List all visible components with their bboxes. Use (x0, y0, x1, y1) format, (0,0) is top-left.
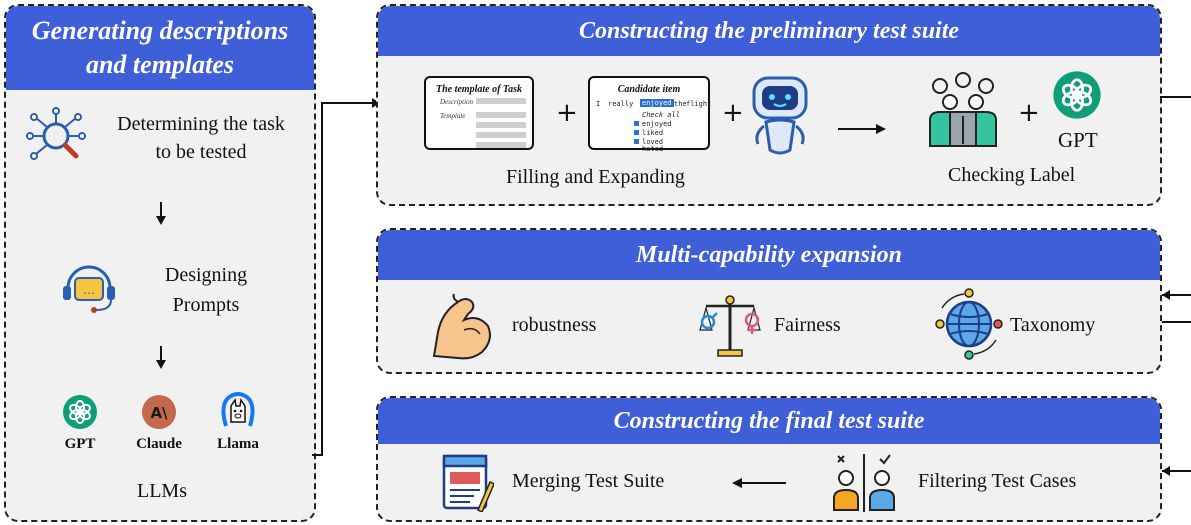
magnifier-network-icon (26, 107, 86, 160)
filtering-test-cases-label: Filtering Test Cases (918, 470, 1077, 492)
robot-icon (752, 76, 808, 155)
flow-connector (312, 98, 380, 456)
left-panel: Generating descriptions and templates De… (4, 4, 316, 522)
plus-sign: + (556, 98, 578, 128)
template-field (476, 122, 526, 128)
checkbox-icon (634, 139, 639, 144)
template-card: The template of Task Description Templat… (424, 76, 534, 150)
checkbox-icon (634, 130, 639, 135)
capability-label-taxonomy: Taxonomy (1010, 314, 1096, 336)
svg-text:A\: A\ (150, 404, 168, 422)
candidate-card: Candidate item I really enjoyed the flig… (588, 76, 712, 153)
llm-label-claude: Claude (136, 436, 182, 452)
headset-chat-icon: ... (63, 265, 115, 313)
candidate-option: liked (642, 129, 664, 137)
step-designing-prompts: Designing Prompts (136, 260, 276, 320)
gender-scale-icon (699, 295, 761, 357)
final-panel-header: Constructing the final test suite (378, 398, 1160, 444)
flexed-arm-icon (432, 293, 491, 360)
left-arrow-icon (732, 478, 786, 488)
llama-icon (221, 392, 255, 427)
step-determine-task-line2: to be tested (155, 141, 247, 163)
checkbox-icon (634, 121, 639, 126)
checking-label-caption: Checking Label (948, 164, 1076, 186)
preliminary-panel-header: Constructing the preliminary test suite (378, 6, 1160, 56)
step-designing-prompts-line2: Prompts (172, 294, 240, 316)
capability-label-robustness: robustness (512, 314, 597, 336)
filtering-people-icon (833, 454, 895, 512)
candidate-option: hated (642, 145, 664, 153)
candidate-word: flight (686, 100, 712, 108)
right-arrow-icon (838, 124, 886, 134)
candidate-word: really (608, 100, 634, 108)
candidate-word-selected: enjoyed (640, 99, 674, 107)
template-field (476, 112, 526, 118)
flow-connector (1160, 96, 1191, 476)
candidate-option: loved (642, 138, 664, 146)
plus-sign: + (1018, 98, 1040, 128)
filling-expanding-caption: Filling and Expanding (506, 166, 685, 188)
candidate-option: Check all (642, 111, 680, 119)
template-field (476, 142, 526, 148)
gpt-label: GPT (1058, 128, 1098, 152)
globe-network-icon (935, 288, 1003, 360)
candidate-word: the (674, 100, 687, 108)
step-determine-task: Determining the task to be tested (90, 110, 312, 166)
final-panel: Constructing the final test suite Mergin… (376, 396, 1162, 522)
candidate-option: enjoyed (642, 120, 672, 128)
preliminary-panel: Constructing the preliminary test suite … (376, 4, 1162, 206)
down-arrow-icon (156, 202, 166, 225)
template-description-label: Description (440, 98, 474, 106)
left-panel-title-line1: Generating descriptions (31, 16, 289, 45)
left-panel-title-line2: and templates (85, 50, 235, 79)
checking-people-icon (929, 72, 997, 147)
left-panel-header: Generating descriptions and templates (6, 6, 314, 90)
multi-capability-header: Multi-capability expansion (378, 230, 1160, 280)
merging-test-suite-label: Merging Test Suite (512, 470, 665, 492)
template-field (476, 132, 526, 138)
plus-sign: + (722, 98, 744, 128)
llm-label-gpt: GPT (64, 436, 96, 452)
svg-text:...: ... (83, 283, 94, 297)
candidate-card-title: Candidate item (617, 84, 681, 95)
llms-caption: LLMs (137, 480, 187, 502)
template-template-label: Template (440, 112, 466, 120)
anthropic-icon: A\ (142, 395, 176, 429)
openai-icon (63, 395, 97, 429)
candidate-word: I (596, 100, 601, 108)
openai-icon (1053, 71, 1101, 119)
step-designing-prompts-line1: Designing (164, 264, 248, 286)
document-edit-icon (442, 454, 494, 512)
capability-label-fairness: Fairness (774, 314, 841, 336)
llm-label-llama: Llama (217, 436, 259, 452)
template-card-title: The template of Task (435, 84, 522, 95)
multi-capability-panel: Multi-capability expansion robustness Fa… (376, 228, 1162, 374)
step-determine-task-line1: Determining the task (117, 113, 285, 135)
template-field (476, 98, 526, 104)
down-arrow-icon (156, 346, 166, 369)
